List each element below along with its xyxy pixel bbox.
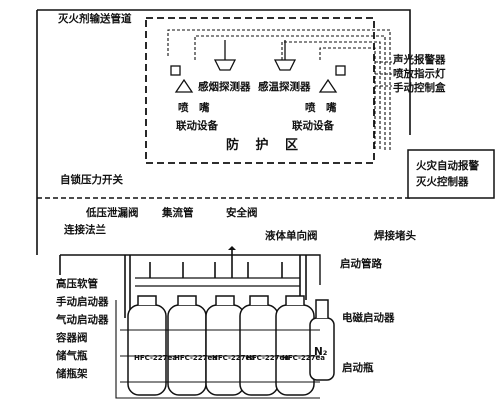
linkage-right-label: 联动设备: [292, 120, 334, 132]
right-linkage-box: [335, 65, 346, 76]
solenoid-actuator-label: 电磁启动器: [342, 312, 395, 324]
cylinder-2-label: HFC-227ea: [174, 354, 217, 362]
cylinder-5: [275, 295, 315, 396]
right-nozzle-shape: [318, 78, 338, 93]
smoke-detector-label: 感烟探测器: [198, 81, 251, 93]
connecting-flange-label: 连接法兰: [64, 224, 106, 236]
start-pipe: [60, 254, 321, 285]
protection-zone-label: 防 护 区: [226, 138, 305, 153]
liquid-check-valve-label: 液体单向阀: [265, 230, 318, 242]
container-valve-label: 容器阀: [56, 332, 88, 344]
start-pipeline-label: 启动管路: [340, 258, 382, 270]
cylinder-5-label: HFC-227ea: [282, 354, 325, 362]
storage-cylinder-label: 储气瓶: [56, 350, 88, 362]
release-indicator-label: 喷放指示灯: [393, 68, 446, 80]
safety-valve-label: 安全阀: [226, 207, 258, 219]
start-cylinder-label: 启动瓶: [342, 362, 374, 374]
sound-light-alarm-label: 声光报警器: [393, 54, 446, 66]
cylinder-rack-label: 储瓶架: [56, 368, 88, 380]
controller-label-1: 火灾自动报警: [416, 160, 479, 172]
manual-actuator-label: 手动启动器: [56, 296, 109, 308]
n2-label: N₂: [314, 346, 328, 358]
start-cylinder-shape: [309, 299, 335, 381]
welded-plug-label: 焊接堵头: [374, 230, 416, 242]
cylinder-4-label: HFC-227ea: [246, 354, 289, 362]
manual-control-box-label: 手动控制盒: [393, 82, 446, 94]
cylinder-4: [239, 295, 279, 396]
nozzle-left-label: 喷 嘴: [178, 102, 210, 114]
pipe-title: 灭火剂输送管道: [58, 13, 132, 25]
cylinder-1-label: HFC-227ea: [134, 354, 177, 362]
left-linkage-box: [170, 65, 181, 76]
pneumatic-actuator-label: 气动启动器: [56, 314, 109, 326]
high-pressure-hose-label: 高压软管: [56, 278, 98, 290]
cylinder-2: [167, 295, 207, 396]
controller-box: [407, 149, 495, 199]
low-pressure-relief-valve-label: 低压泄漏阀: [86, 207, 139, 219]
cylinder-3: [205, 295, 245, 396]
pressure-switch-label: 自锁压力开关: [60, 174, 123, 186]
collector-pipe-label: 集流管: [162, 207, 194, 219]
protection-zone-border: [145, 17, 375, 164]
controller-label-2: 灭火控制器: [416, 176, 469, 188]
collector-header: [135, 277, 300, 287]
agent-delivery-pipe: [36, 9, 411, 255]
nozzle-right-label: 喷 嘴: [305, 102, 337, 114]
heat-detector-label: 感温探测器: [258, 81, 311, 93]
smoke-detector-shape: [213, 59, 237, 71]
cylinder-1: [127, 295, 167, 396]
left-nozzle-shape: [174, 78, 194, 93]
cylinder-3-label: HFC-227ea: [212, 354, 255, 362]
heat-detector-shape: [273, 59, 297, 71]
linkage-left-label: 联动设备: [176, 120, 218, 132]
